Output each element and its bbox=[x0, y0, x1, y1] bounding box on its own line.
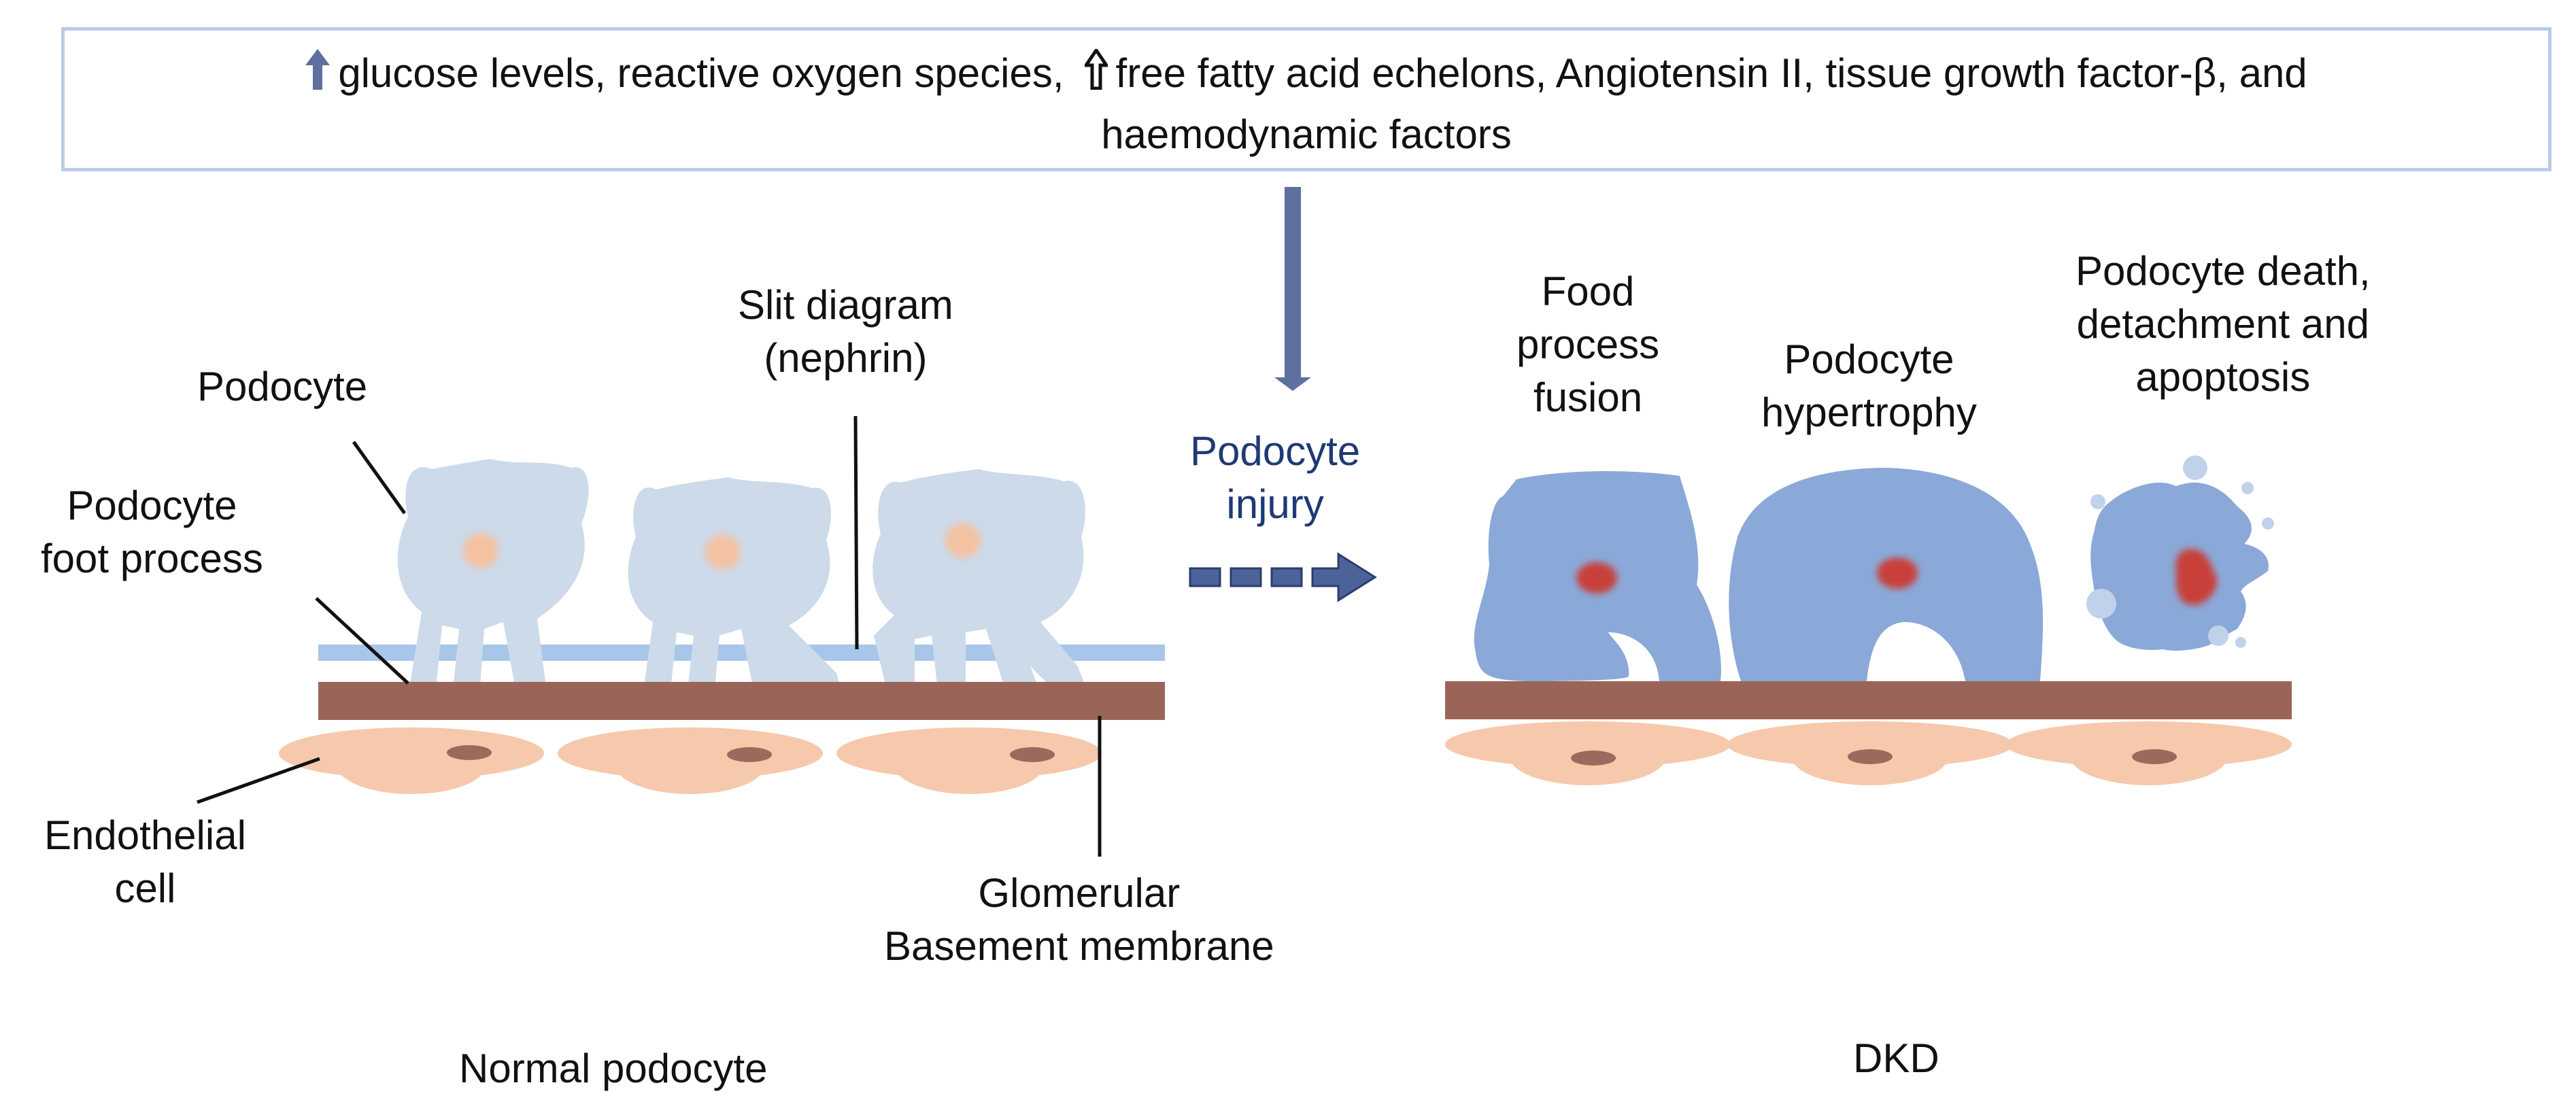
glomerular-basement-membrane-normal bbox=[318, 682, 1165, 720]
dashed-arrow-icon bbox=[1189, 552, 1377, 602]
up-arrow-icon bbox=[305, 47, 331, 105]
label-endothelial-cell: Endothelial cell bbox=[44, 812, 246, 911]
apoptotic-body bbox=[2208, 625, 2228, 646]
podocyte-2 bbox=[628, 477, 843, 697]
label-food-process-fusion: Food process fusion bbox=[1516, 269, 1660, 420]
label-podocyte-hypertrophy: Podocyte hypertrophy bbox=[1761, 337, 1977, 435]
podocyte-nuclei-dkd bbox=[1576, 549, 2218, 606]
endothelial-cells-normal bbox=[279, 727, 1102, 794]
leader-lines-normal bbox=[197, 415, 1102, 857]
glomerular-basement-membrane-dkd bbox=[1445, 681, 2292, 719]
apoptotic-body bbox=[2235, 637, 2246, 648]
podocyte-1 bbox=[397, 459, 589, 697]
endothelial-cells-dkd bbox=[1445, 721, 2292, 785]
caption-dkd: DKD bbox=[1853, 1035, 1939, 1081]
apoptotic-body bbox=[2241, 482, 2254, 494]
label-slit-diagram: Slit diagram (nephrin) bbox=[738, 282, 953, 381]
factors-line-1: glucose levels, reactive oxygen species,… bbox=[65, 44, 2548, 105]
podocytes-normal bbox=[397, 459, 1088, 697]
endothelial-nuclei-normal bbox=[447, 745, 1055, 762]
apoptotic-body bbox=[2090, 494, 2105, 509]
factors-text-1: glucose levels, reactive oxygen species, bbox=[338, 50, 1064, 96]
podocyte-nuclei-normal bbox=[463, 523, 981, 570]
bold-up-arrow-icon bbox=[1082, 47, 1110, 105]
apoptotic-body bbox=[2086, 589, 2116, 619]
label-podocyte: Podocyte bbox=[197, 364, 368, 409]
apoptotic-body bbox=[2183, 456, 2207, 480]
podocyte-3 bbox=[872, 469, 1088, 697]
label-podocyte-foot-process: Podocyte foot process bbox=[41, 483, 263, 581]
label-podocyte-death: Podocyte death, detachment and apoptosis bbox=[2075, 248, 2371, 400]
label-glomerular-basement-membrane: Glomerular Basement membrane bbox=[884, 870, 1274, 969]
factors-box: glucose levels, reactive oxygen species,… bbox=[61, 27, 2552, 171]
apoptotic-body bbox=[2262, 517, 2274, 530]
endothelial-nuclei-dkd bbox=[1571, 749, 2177, 766]
caption-normal-podocyte: Normal podocyte bbox=[459, 1046, 768, 1091]
label-podocyte-injury: Podocyte injury bbox=[1190, 428, 1361, 527]
down-arrow-icon bbox=[1274, 187, 1311, 391]
factors-line-2: haemodynamic factors bbox=[1101, 111, 1512, 157]
factors-text-2: free fatty acid echelons, Angiotensin II… bbox=[1115, 50, 2307, 96]
